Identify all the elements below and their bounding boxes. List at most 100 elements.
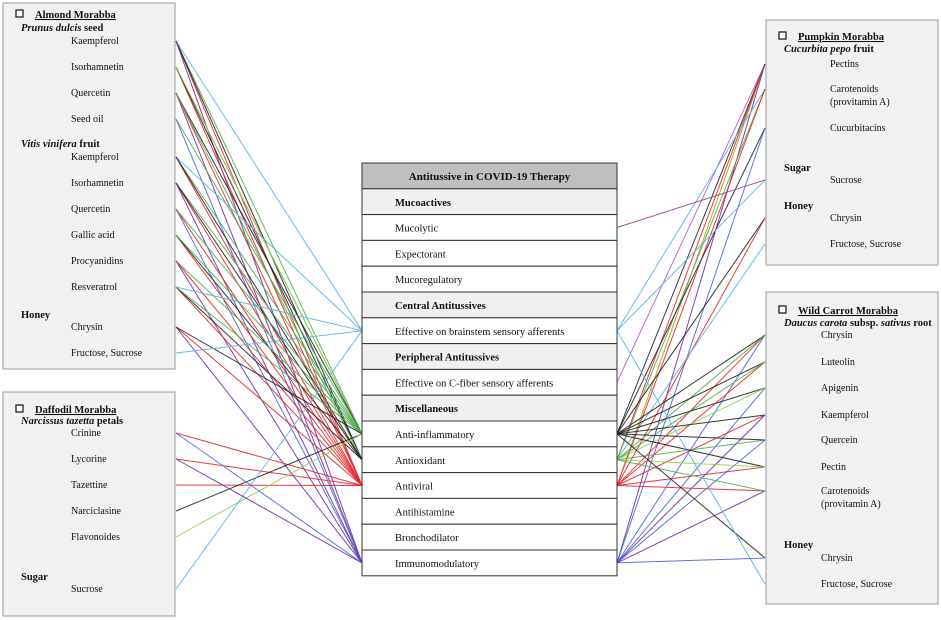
ingredient-label: Pectin — [821, 462, 846, 473]
connection-line — [616, 179, 766, 332]
table-row-label: Anti-inflammatory — [395, 430, 475, 441]
ingredient-label: Luteolin — [821, 357, 855, 368]
table-group-heading: Mucoactives — [395, 198, 451, 209]
connection-line — [616, 433, 766, 441]
checkbox-icon — [778, 31, 787, 40]
connection-line — [616, 88, 766, 486]
ingredient-label: Resveratrol — [71, 282, 117, 293]
source-heading: Honey — [784, 540, 814, 551]
connection-line — [616, 127, 766, 435]
ingredient-label: Quercetin — [71, 204, 110, 215]
ingredient-label: Pectins — [830, 59, 859, 70]
table-title: Antitussive in COVID-19 Therapy — [409, 171, 571, 183]
connection-lines — [175, 40, 766, 590]
table-row — [361, 265, 618, 293]
table-row-label: Antiviral — [395, 482, 433, 493]
ingredient-label: Cucurbitacins — [830, 123, 886, 134]
ingredient-label: Kaempferol — [821, 410, 869, 421]
table-group-heading: Peripheral Antitussives — [395, 353, 499, 364]
connection-line — [616, 433, 766, 468]
ingredient-label: Fructose, Sucrose — [71, 348, 143, 359]
source-heading: Daucus carota subsp. sativus root — [783, 318, 932, 329]
ingredient-label: (provitamin A) — [830, 97, 890, 108]
connection-line — [175, 286, 363, 332]
connection-line — [616, 466, 766, 486]
connection-line — [175, 118, 363, 435]
connection-line — [175, 40, 363, 331]
table-row — [361, 188, 618, 216]
table-group-heading: Central Antitussives — [395, 301, 486, 312]
connection-line — [175, 92, 363, 564]
connection-line — [616, 414, 766, 564]
ingredient-label: Lycorine — [71, 454, 107, 465]
ingredient-label: Procyanidins — [71, 256, 123, 267]
table-row — [361, 549, 618, 577]
connection-line — [175, 118, 363, 564]
ingredient-label: Kaempferol — [71, 152, 119, 163]
table-row-label: Mucoregulatory — [395, 275, 463, 286]
table-row-label: Expectorant — [395, 249, 446, 260]
connection-line — [175, 432, 363, 564]
connection-line — [616, 485, 766, 492]
ingredient-label: Apigenin — [821, 383, 858, 394]
table-row — [361, 291, 618, 319]
connection-line — [175, 286, 363, 486]
ingredient-label: Tazettine — [71, 480, 108, 491]
table-row — [361, 317, 618, 345]
connection-line — [175, 433, 363, 512]
table-row — [361, 446, 618, 474]
table-row-label: Immunomodulatory — [395, 559, 480, 570]
connection-line — [616, 88, 766, 460]
connection-line — [616, 63, 766, 435]
connection-line — [175, 458, 363, 564]
group-title: Almond Morabba — [35, 10, 117, 21]
source-heading: Sugar — [784, 163, 811, 174]
table-row — [361, 343, 618, 370]
ingredient-label: Quercetin — [71, 88, 110, 99]
ingredient-label: Chrysin — [821, 330, 853, 341]
connection-line — [175, 66, 363, 435]
source-heading: Prunus dulcis seed — [21, 23, 103, 34]
connection-line — [175, 260, 363, 435]
ingredient-label: Kaempferol — [71, 36, 119, 47]
connection-line — [616, 127, 766, 564]
ingredient-label: Carotenoids — [830, 84, 878, 95]
connection-line — [175, 286, 363, 435]
table-row-label: Bronchodilator — [395, 533, 459, 544]
group-title: Wild Carrot Morabba — [798, 306, 899, 317]
connection-line — [616, 387, 766, 461]
checkbox-icon — [15, 404, 24, 413]
ingredient-label: Quercein — [821, 435, 858, 446]
ingredient-label: Chrysin — [821, 553, 853, 564]
connection-line — [616, 243, 766, 460]
ingredient-label: Carotenoids — [821, 486, 869, 497]
connection-line — [616, 63, 766, 460]
left-ingredient-box — [2, 2, 176, 370]
ingredient-label: Fructose, Sucrose — [830, 239, 902, 250]
connection-line — [175, 330, 363, 354]
source-heading: Honey — [21, 310, 51, 321]
connection-line — [616, 557, 766, 564]
connection-line — [175, 208, 363, 435]
ingredient-label: Seed oil — [71, 114, 104, 125]
ingredient-label: Sucrose — [71, 584, 103, 595]
checkbox-icon — [15, 9, 24, 18]
table-row — [361, 523, 618, 551]
table-row-label: Antioxidant — [395, 456, 445, 467]
connection-line — [616, 334, 766, 461]
source-heading: Sugar — [21, 572, 48, 583]
connection-line — [175, 286, 363, 461]
table-row — [361, 497, 618, 525]
ingredient-label: Narciclasine — [71, 506, 122, 517]
source-heading: Cucurbita pepo fruit — [784, 44, 874, 55]
left-ingredient-box — [2, 391, 176, 617]
connection-line — [616, 439, 766, 564]
connection-line — [616, 459, 766, 492]
group-title: Daffodil Morabba — [35, 405, 117, 416]
ingredient-label: Gallic acid — [71, 230, 115, 241]
table-row-label: Antihistamine — [395, 507, 455, 518]
connection-line — [616, 387, 766, 435]
right-ingredient-box — [765, 291, 939, 605]
ingredient-label: Chrysin — [830, 213, 862, 224]
